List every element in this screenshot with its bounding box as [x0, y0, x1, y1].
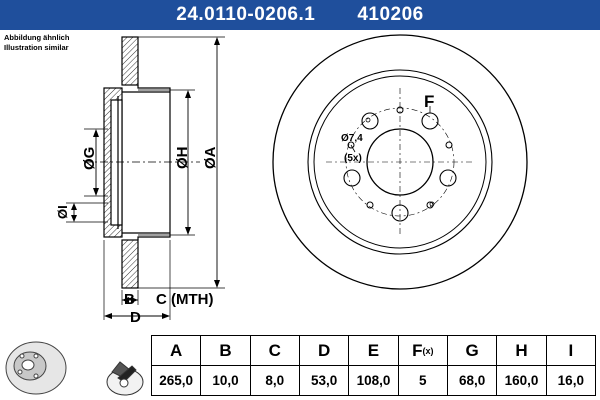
friction-ring-top — [121, 36, 139, 86]
section-view — [66, 36, 225, 320]
bolt-hole-diameter: Ø7,4 — [341, 133, 363, 144]
spec-header-f: F(x) — [397, 335, 448, 366]
spec-value-g: 68,0 — [446, 365, 498, 396]
dim-label-f: F — [424, 92, 434, 111]
spec-header-b: B — [200, 335, 251, 366]
spec-value-a: 265,0 — [150, 365, 202, 396]
spec-header-row: A B C D E F(x) G H I — [150, 335, 597, 366]
hat-outer-circle — [313, 75, 487, 249]
spec-header-i: I — [545, 335, 597, 366]
spec-header-c: C — [249, 335, 300, 366]
small-hole — [445, 141, 453, 149]
friction-ring-bottom — [121, 239, 139, 289]
spec-table: A B C D E F(x) G H I 265,0 10,0 8,0 53,0… — [150, 335, 597, 396]
small-hole — [396, 106, 404, 114]
dim-label-c: C (MTH) — [156, 291, 213, 308]
spec-header-a: A — [150, 335, 202, 366]
spec-value-b: 10,0 — [200, 365, 251, 396]
dim-label-h: ØH — [174, 147, 191, 170]
dim-label-a: ØA — [202, 146, 219, 169]
title-bar: 24.0110-0206.1 410206 — [0, 0, 600, 30]
dim-label-b: B — [124, 291, 135, 308]
bolt-hole — [361, 112, 379, 130]
spec-value-row: 265,0 10,0 8,0 53,0 108,0 5 68,0 160,0 1… — [150, 365, 597, 396]
spec-header-g: G — [446, 335, 498, 366]
small-hole — [366, 201, 374, 209]
front-view — [272, 34, 528, 290]
dim-label-i: ØI — [55, 205, 70, 219]
spec-value-f: 5 — [397, 365, 448, 396]
spec-value-h: 160,0 — [496, 365, 547, 396]
note-english: Illustration similar — [4, 43, 69, 52]
dim-label-g: ØG — [81, 147, 98, 170]
small-hole — [426, 201, 434, 209]
spec-header-e: E — [348, 335, 399, 366]
bolt-hole — [439, 169, 457, 187]
friction-inner-circle — [307, 69, 493, 255]
spec-header-f-letter: F — [412, 340, 423, 360]
bolt-hole — [343, 169, 361, 187]
caliper-icon — [106, 361, 144, 396]
disc-outer-circle — [272, 34, 528, 290]
part-number: 24.0110-0206.1 — [176, 4, 316, 25]
spec-value-i: 16,0 — [545, 365, 597, 396]
bolt-hole — [421, 112, 439, 130]
bolt-hole-count: (5x) — [344, 153, 362, 164]
dimension-arrows — [71, 37, 220, 319]
spec-header-d: D — [298, 335, 350, 366]
small-hole — [347, 141, 355, 149]
spec-header-h: H — [496, 335, 547, 366]
disc-thumbnail — [5, 341, 67, 395]
spec-header-f-suffix: (x) — [422, 345, 434, 356]
dim-label-d: D — [130, 309, 141, 326]
spec-value-c: 8,0 — [249, 365, 300, 396]
illustration-note: Abbildung ähnlich Illustration similar — [4, 33, 69, 53]
spec-value-d: 53,0 — [298, 365, 350, 396]
reference-number: 410206 — [357, 4, 424, 25]
note-german: Abbildung ähnlich — [4, 33, 70, 42]
spec-value-e: 108,0 — [348, 365, 399, 396]
bolt-hole — [391, 204, 409, 222]
